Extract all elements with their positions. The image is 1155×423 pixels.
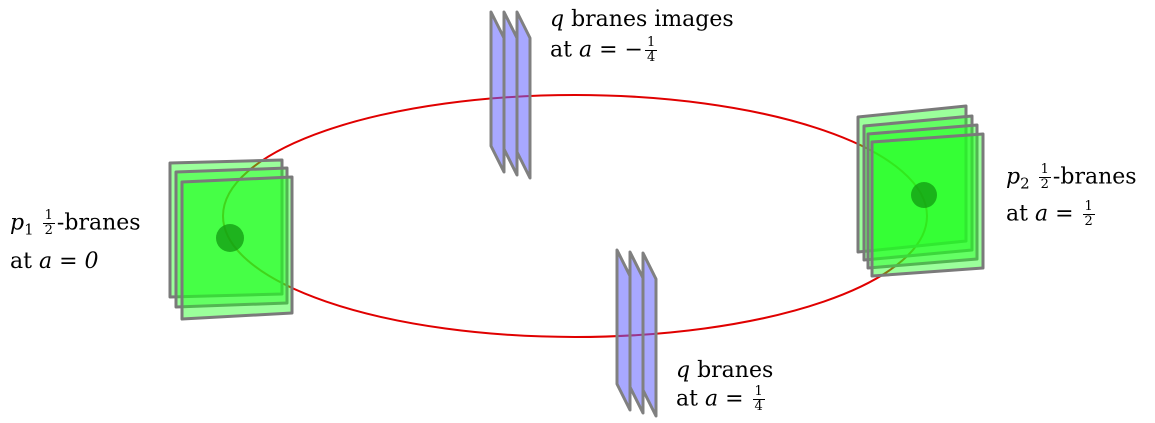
q-frac-den: 4 [754, 399, 763, 414]
p2-pos-frac-den: 2 [1084, 213, 1093, 229]
p2-subscript: 2 [1020, 174, 1030, 193]
p2-frac-num: 1 [1038, 162, 1051, 178]
q-brane-sheet [641, 251, 658, 418]
q-brane-sheet [615, 248, 632, 412]
p2-text: -branes [1052, 164, 1137, 190]
p1-point [216, 224, 244, 252]
p1-position: a = 0 [38, 248, 99, 274]
q-symbol: q [676, 358, 691, 383]
p1-frac-num: 1 [42, 208, 55, 224]
p2-point [911, 182, 937, 208]
p1-at: at [10, 248, 39, 274]
q-images-frac-den: 4 [646, 50, 656, 65]
p2-frac-den: 2 [1040, 177, 1049, 192]
q-images-brane-stack [489, 10, 532, 180]
q-at: at [676, 386, 705, 412]
p1-subscript: 1 [24, 220, 34, 239]
p1-label-line2: at a = 0 [10, 248, 141, 276]
p1-text: -branes [56, 210, 141, 236]
q-text: branes [690, 358, 774, 383]
p2-at: at [1006, 201, 1035, 226]
q-image-sheet [489, 10, 506, 174]
q-frac-num: 1 [752, 384, 765, 400]
p1-frac-den: 2 [44, 223, 53, 238]
q-label-line1: q branes [676, 357, 773, 385]
q-images-symbol: q [550, 7, 565, 32]
q-position: a = [704, 386, 751, 412]
q-image-sheet [515, 10, 532, 180]
compact-circle-ring [222, 94, 928, 338]
q-brane-sheet [628, 250, 645, 415]
q-brane-stack [615, 248, 658, 418]
q-images-frac-num: 1 [644, 35, 658, 51]
q-images-label-line1: q branes images [550, 6, 734, 34]
p2-symbol: p [1006, 164, 1021, 190]
p1-symbol: p [10, 210, 25, 236]
q-images-text: branes images [564, 7, 734, 32]
p2-pos-frac-num: 1 [1082, 198, 1095, 215]
p2-position: a = [1034, 201, 1081, 226]
q-images-position: a = − [578, 37, 643, 63]
q-image-sheet [502, 10, 519, 177]
q-images-at: at [550, 37, 579, 63]
